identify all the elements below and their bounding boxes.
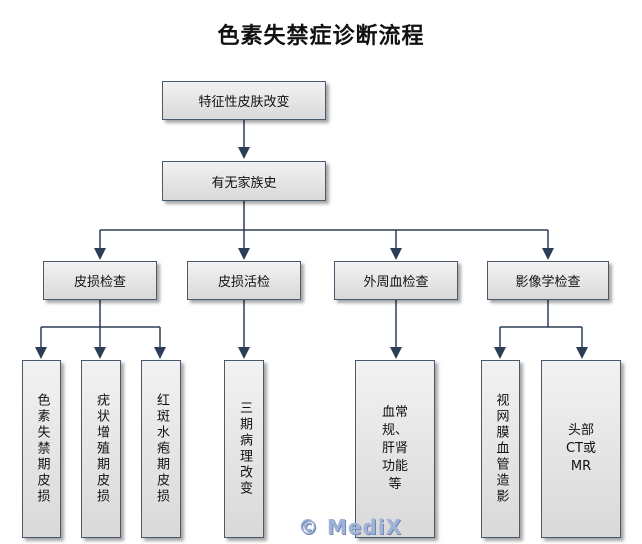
node-blood-routine-liver-kidney: 血常规、肝肾功能等 [355,360,435,538]
node-label: 皮损活检 [217,275,270,290]
node-label: 特征性皮肤改变 [198,95,290,110]
node-label: 色素失禁期皮损 [34,393,50,505]
node-three-stage-pathology: 三期病理改变 [224,360,264,538]
watermark-logo: © MediX [298,515,403,539]
node-label: 视网膜血管造影 [493,393,509,505]
node-head-ct-mr: 头部CT或MR [541,360,621,538]
node-pigment-stage-lesion: 色素失禁期皮损 [22,360,61,538]
node-retinal-angiography: 视网膜血管造影 [481,360,520,538]
node-skin-biopsy: 皮损活检 [187,261,301,300]
node-label: 血常规、肝肾功能等 [381,405,408,492]
node-label: 外周血检查 [363,275,429,290]
node-skin-lesion-exam: 皮损检查 [43,261,157,300]
node-label: 影像学检查 [515,275,581,290]
node-peripheral-blood-exam: 外周血检查 [334,261,458,300]
node-label: 头部CT或MR [565,423,597,474]
node-imaging-exam: 影像学检查 [487,261,609,300]
page-title: 色素失禁症诊断流程 [217,24,425,49]
node-label: 有无家族史 [211,175,277,191]
node-vesicular-stage-lesion: 红斑水疱期皮损 [141,360,181,538]
node-label: 红斑水疱期皮损 [154,393,169,505]
node-verrucous-stage-lesion: 疣状增殖期皮损 [81,360,121,538]
node-label: 三期病理改变 [237,401,252,497]
node-characteristic-skin-changes: 特征性皮肤改变 [162,81,326,120]
node-family-history: 有无家族史 [162,161,326,201]
node-label: 疣状增殖期皮损 [94,393,109,505]
node-label: 皮损检查 [73,275,126,290]
